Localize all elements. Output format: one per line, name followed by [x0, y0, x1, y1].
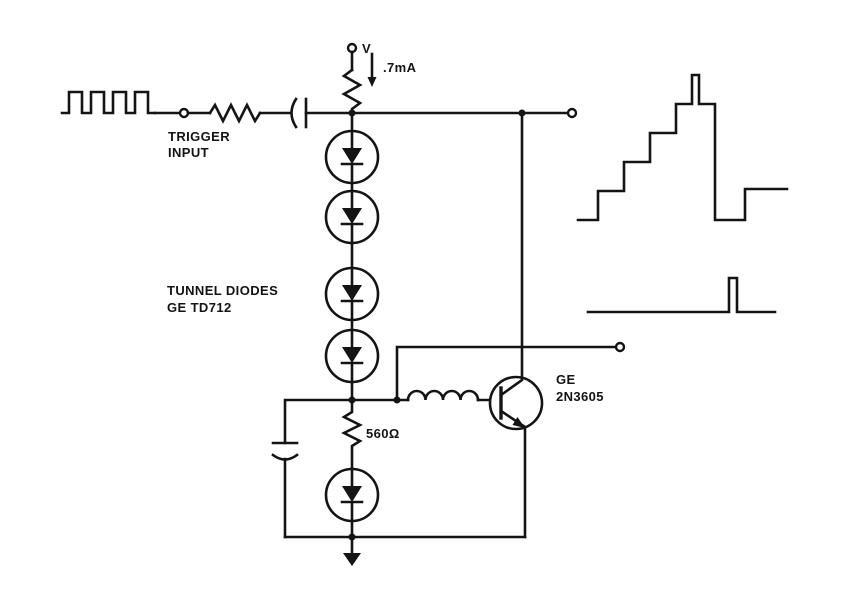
- tunnel-diode-icon: [324, 467, 380, 523]
- tunnel-diode-icon: [324, 266, 380, 322]
- mid-output-terminal: [614, 341, 626, 353]
- tunnel-diodes-label-line2: GE TD712: [167, 300, 232, 315]
- collector-wire: [499, 111, 524, 397]
- pulse-output-waveform: [586, 276, 777, 314]
- current-arrow-icon: [367, 52, 377, 87]
- bypass-capacitor-icon: [271, 398, 354, 539]
- emitter-wire: [499, 409, 527, 539]
- tunnel-diodes-label-line1: TUNNEL DIODES: [167, 283, 278, 298]
- supply-resistor: [341, 68, 363, 115]
- top-output-terminal: [566, 107, 578, 119]
- ground-icon: [343, 535, 361, 566]
- supply-terminal: [346, 42, 358, 72]
- coupling-capacitor-icon: [290, 97, 354, 129]
- staircase-output-waveform: [576, 73, 789, 222]
- tunnel-diode-icon: [324, 328, 380, 384]
- inductor-icon: [350, 389, 503, 402]
- input-resistor: [186, 102, 293, 124]
- mid-output-branch: [395, 341, 626, 402]
- resistor-value-label: 560Ω: [366, 426, 400, 441]
- transistor-label-line2: 2N3605: [556, 389, 604, 404]
- supply-current-label: .7mA: [383, 60, 417, 75]
- transistor-icon: [488, 111, 544, 539]
- supply-label: V: [362, 41, 371, 56]
- bias-resistor-560: [341, 398, 363, 471]
- transistor-label-line1: GE: [556, 372, 576, 387]
- trigger-pulse-train-waveform: [60, 90, 190, 119]
- tunnel-diode-icon: [324, 129, 380, 185]
- emitter-arrow-icon: [512, 417, 525, 428]
- bottom-rail: [283, 533, 527, 541]
- tunnel-diode-icon: [324, 189, 380, 245]
- top-rail: [348, 107, 578, 119]
- trigger-label-line2: INPUT: [168, 145, 209, 160]
- trigger-label-line1: TRIGGER: [168, 129, 230, 144]
